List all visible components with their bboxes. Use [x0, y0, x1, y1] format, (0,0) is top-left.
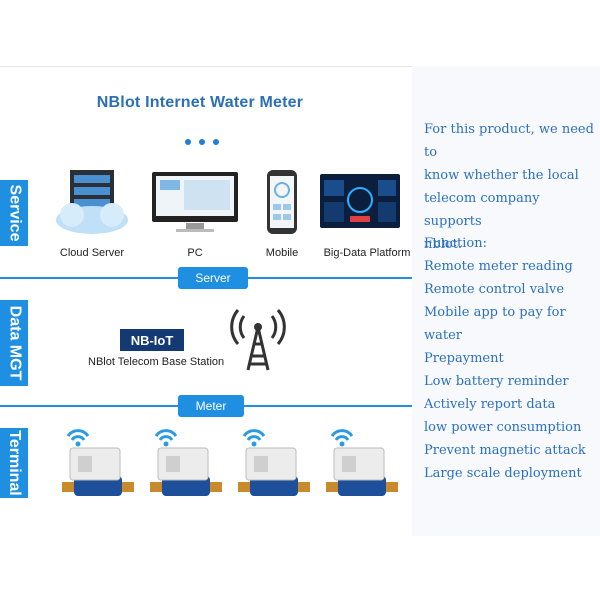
base-station-label: NBlot Telecom Base Station	[88, 356, 225, 368]
list-item: Prepayment	[424, 351, 504, 366]
list-item: Remote meter reading	[424, 259, 573, 274]
list-item: Prevent magnetic attack	[424, 443, 586, 458]
list-item: Actively report data	[424, 397, 556, 412]
meter-button[interactable]: Meter	[178, 395, 244, 417]
dashboard-screen-icon	[320, 174, 400, 228]
water-meter-icon	[238, 429, 310, 496]
pagination-dots	[185, 132, 227, 150]
intro-text: For this product, we need to know whethe…	[424, 122, 594, 252]
cell-tower-icon	[230, 309, 286, 371]
page-title: NBlot Internet Water Meter	[96, 94, 304, 111]
water-meter-icon	[62, 429, 134, 496]
pc-monitor-icon	[152, 172, 238, 232]
section-tab-service: Service	[0, 180, 28, 246]
mobile-label: Mobile	[265, 247, 299, 259]
function-list: Function: Remote meter reading Remote co…	[424, 232, 600, 485]
list-item: Large scale deployment	[424, 466, 582, 481]
water-meter-icon	[150, 429, 222, 496]
big-data-platform-label: Big-Data Platform	[323, 247, 411, 259]
nb-iot-logo: NB-IoT	[120, 329, 184, 351]
section-tab-terminal: Terminal	[0, 428, 28, 498]
list-item: low power consumption	[424, 420, 582, 435]
list-item: Mobile app to pay for water	[424, 305, 566, 343]
list-item: Low battery reminder	[424, 374, 569, 389]
cloud-server-icon	[56, 170, 128, 234]
section-tab-data-mgt: Data MGT	[0, 300, 28, 386]
list-item: Remote control valve	[424, 282, 565, 297]
mobile-phone-icon	[267, 170, 297, 234]
function-title: Function:	[424, 236, 488, 251]
server-button[interactable]: Server	[178, 267, 248, 289]
cloud-server-label: Cloud Server	[59, 247, 125, 259]
info-panel	[412, 66, 600, 536]
pc-label: PC	[187, 247, 203, 259]
water-meter-icon	[326, 429, 398, 496]
